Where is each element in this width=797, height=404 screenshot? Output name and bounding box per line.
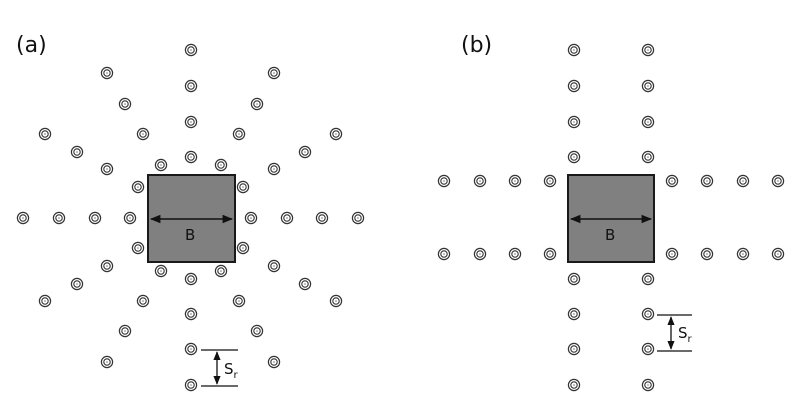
sensor-marker bbox=[298, 277, 312, 291]
sensor-marker bbox=[184, 307, 198, 321]
sensor-marker bbox=[184, 342, 198, 356]
sensor-marker bbox=[250, 324, 264, 338]
sensor-marker bbox=[70, 145, 84, 159]
sensor-marker bbox=[232, 294, 246, 308]
sensor-marker bbox=[437, 247, 451, 261]
sensor-marker bbox=[567, 272, 581, 286]
sensor-marker bbox=[131, 241, 145, 255]
sensor-markers-a bbox=[16, 43, 365, 392]
sensor-marker bbox=[236, 180, 250, 194]
sensor-marker bbox=[665, 247, 679, 261]
sensor-marker bbox=[184, 79, 198, 93]
sensor-marker bbox=[298, 145, 312, 159]
sensor-marker bbox=[38, 294, 52, 308]
sensor-marker bbox=[244, 211, 258, 225]
sensor-marker bbox=[184, 43, 198, 57]
sensor-marker bbox=[736, 174, 750, 188]
sensor-marker bbox=[771, 247, 785, 261]
spacing-symbol-b: S bbox=[678, 324, 688, 342]
sensor-marker bbox=[641, 115, 655, 129]
sensor-marker bbox=[437, 174, 451, 188]
footing-width-label-b: B bbox=[605, 226, 615, 244]
sensor-marker bbox=[100, 259, 114, 273]
sensor-marker bbox=[641, 378, 655, 392]
sensor-marker bbox=[665, 174, 679, 188]
sensor-marker bbox=[641, 272, 655, 286]
sensor-marker bbox=[508, 174, 522, 188]
sensor-marker bbox=[232, 127, 246, 141]
sensor-marker bbox=[567, 307, 581, 321]
spacing-label-b: Sr bbox=[678, 324, 693, 345]
sensor-marker bbox=[567, 115, 581, 129]
sensor-marker bbox=[184, 115, 198, 129]
sensor-marker bbox=[641, 43, 655, 57]
sensor-marker bbox=[236, 241, 250, 255]
sensor-marker bbox=[38, 127, 52, 141]
sensor-marker bbox=[267, 355, 281, 369]
panel-a-label: (a) bbox=[16, 33, 47, 58]
sensor-marker bbox=[123, 211, 137, 225]
sensor-marker bbox=[154, 158, 168, 172]
sensor-marker bbox=[351, 211, 365, 225]
sensor-marker bbox=[100, 162, 114, 176]
spacing-dimension-b: Sr bbox=[657, 314, 693, 352]
sensor-markers-b bbox=[437, 43, 785, 392]
sensor-marker bbox=[267, 162, 281, 176]
sensor-marker bbox=[88, 211, 102, 225]
sensor-marker bbox=[184, 378, 198, 392]
sensor-marker bbox=[100, 355, 114, 369]
sensor-marker bbox=[567, 150, 581, 164]
panel-b: (b) B Sr bbox=[437, 33, 785, 392]
sensor-marker bbox=[280, 211, 294, 225]
sensor-marker bbox=[567, 342, 581, 356]
sensor-marker bbox=[267, 259, 281, 273]
sensor-marker bbox=[118, 324, 132, 338]
sensor-marker bbox=[567, 79, 581, 93]
spacing-subscript-b: r bbox=[688, 334, 693, 345]
sensor-marker bbox=[52, 211, 66, 225]
sensor-marker bbox=[736, 247, 750, 261]
panel-a: (a) B Sr bbox=[16, 33, 365, 392]
sensor-marker bbox=[329, 127, 343, 141]
sensor-marker bbox=[641, 342, 655, 356]
sensor-marker bbox=[16, 211, 30, 225]
sensor-marker bbox=[136, 294, 150, 308]
sensor-marker bbox=[641, 307, 655, 321]
spacing-symbol-a: S bbox=[224, 360, 234, 378]
sensor-marker bbox=[473, 247, 487, 261]
sensor-marker bbox=[154, 264, 168, 278]
sensor-marker bbox=[100, 66, 114, 80]
sensor-marker bbox=[118, 97, 132, 111]
sensor-marker bbox=[267, 66, 281, 80]
sensor-marker bbox=[567, 378, 581, 392]
spacing-label-a: Sr bbox=[224, 360, 239, 381]
sensor-marker bbox=[700, 247, 714, 261]
sensor-marker bbox=[329, 294, 343, 308]
sensor-marker bbox=[315, 211, 329, 225]
sensor-marker bbox=[473, 174, 487, 188]
sensor-marker bbox=[771, 174, 785, 188]
sensor-marker bbox=[184, 150, 198, 164]
sensor-marker bbox=[543, 247, 557, 261]
panel-b-label: (b) bbox=[461, 33, 492, 58]
sensor-marker bbox=[700, 174, 714, 188]
sensor-marker bbox=[641, 150, 655, 164]
sensor-marker bbox=[131, 180, 145, 194]
footing-width-label-a: B bbox=[185, 226, 195, 244]
sensor-marker bbox=[136, 127, 150, 141]
sensor-marker bbox=[70, 277, 84, 291]
sensor-marker bbox=[214, 158, 228, 172]
spacing-dimension-a: Sr bbox=[201, 349, 239, 387]
sensor-marker bbox=[508, 247, 522, 261]
sensor-marker bbox=[543, 174, 557, 188]
sensor-marker bbox=[641, 79, 655, 93]
sensor-marker bbox=[250, 97, 264, 111]
sensor-marker bbox=[567, 43, 581, 57]
spacing-subscript-a: r bbox=[234, 370, 239, 381]
sensor-marker bbox=[184, 272, 198, 286]
sensor-marker bbox=[214, 264, 228, 278]
